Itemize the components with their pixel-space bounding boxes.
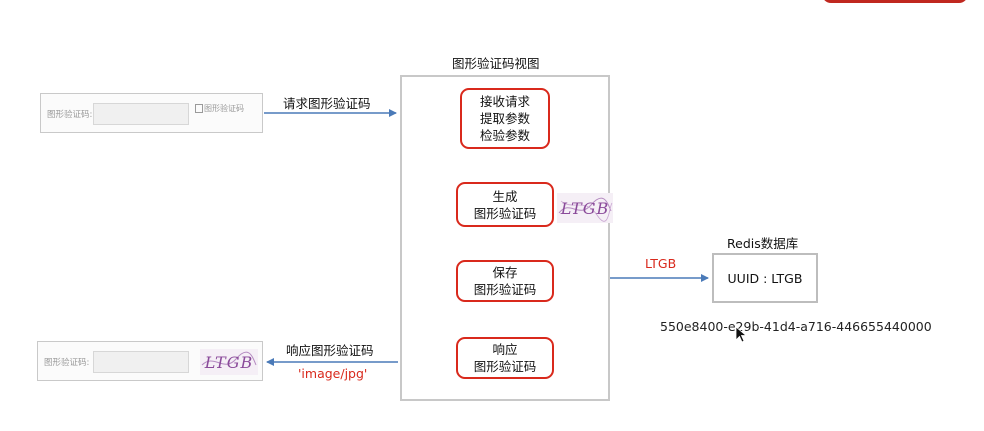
step-line: 接收请求 [479,94,530,109]
broken-image[interactable]: 图形验证码 [195,103,244,114]
step-line: 检验参数 [479,128,530,143]
captcha-field-label: 图形验证码: [47,110,93,120]
captcha-form-bottom: 图形验证码: LTGB [37,341,263,381]
step-line: 图形验证码 [473,359,537,374]
step-line: 图形验证码 [473,282,537,297]
broken-image-icon [195,104,203,113]
redis-box: UUID : LTGB [712,253,818,303]
view-title: 图形验证码视图 [452,56,540,71]
captcha-form-top: 图形验证码: 图形验证码 [40,93,263,133]
captcha-field-label: 图形验证码: [44,358,90,368]
step-save: 保存 图形验证码 [456,260,554,302]
step-line: 保存 [492,265,518,280]
step-line: 响应 [492,342,518,357]
step-line: 生成 [492,188,518,204]
captcha-input[interactable] [93,351,189,373]
broken-image-alt: 图形验证码 [204,104,244,113]
captcha-image[interactable]: LTGB [200,349,258,375]
save-label: LTGB [645,256,677,271]
response-label: 响应图形验证码 [286,343,374,358]
mouse-cursor-icon [735,326,748,343]
step-line: 提取参数 [479,111,530,126]
request-label: 请求图形验证码 [283,96,371,111]
step-line: 图形验证码 [473,205,537,221]
top-right-button[interactable] [822,0,968,3]
captcha-input[interactable] [93,103,189,125]
redis-entry: UUID : LTGB [727,270,803,286]
uuid-value: 550e8400-e29b-41d4-a716-446655440000 [660,319,932,334]
response-type: 'image/jpg' [298,366,368,381]
step-receive-request: 接收请求 提取参数 检验参数 [460,88,550,149]
redis-title: Redis数据库 [727,236,799,251]
captcha-text: LTGB [560,199,610,218]
step-respond: 响应 图形验证码 [456,337,554,379]
captcha-text: LTGB [204,353,254,372]
step-generate: 生成 图形验证码 [456,182,554,227]
captcha-image: LTGB [557,193,613,223]
